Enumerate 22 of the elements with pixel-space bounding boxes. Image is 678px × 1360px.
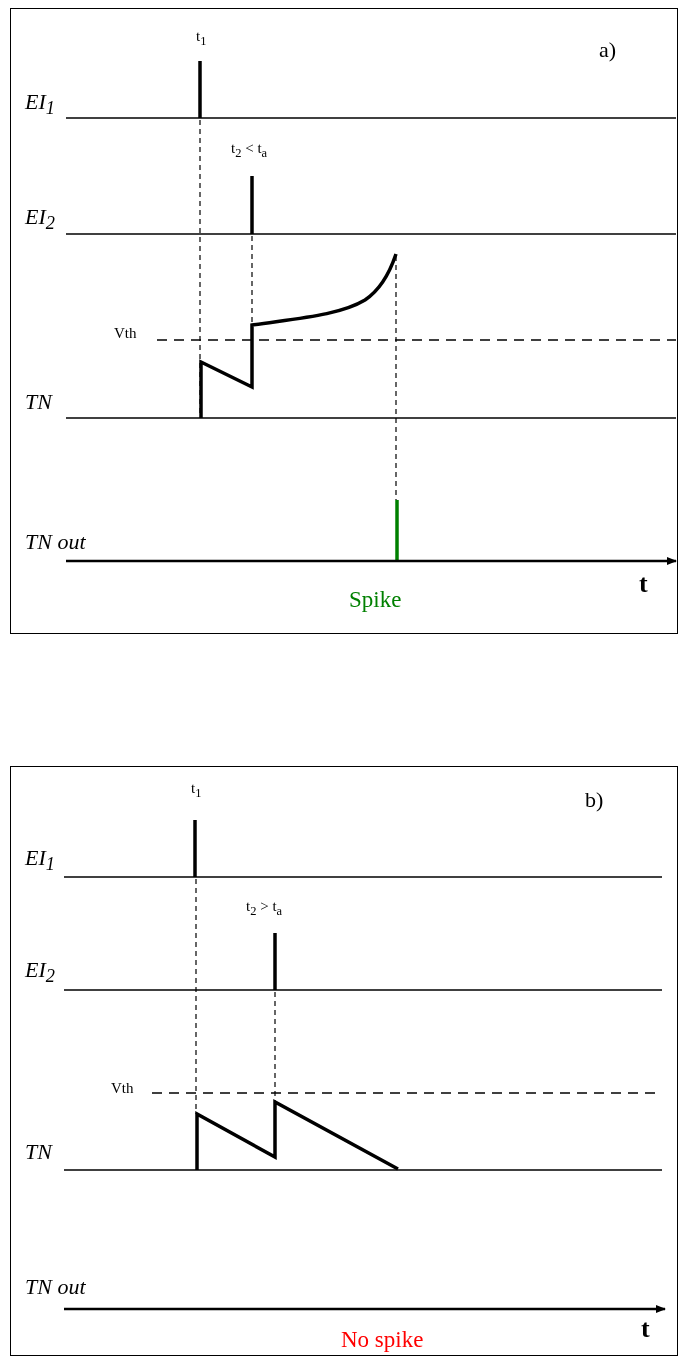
panel-frame [10, 8, 678, 634]
signal-label: TN out [25, 531, 86, 553]
condition-label: t$_{2}$ < t$_{a}$ [231, 141, 268, 160]
signal-label: EI$_{1}$ [25, 91, 55, 118]
panel-letter: b) [585, 789, 604, 811]
spike-caption: Spike [349, 588, 402, 611]
signal-label: TN [25, 1141, 52, 1163]
signal-label: EI$_{1}$ [25, 847, 55, 874]
time-label: t$_{1}$ [191, 781, 202, 800]
signal-label: EI$_{2}$ [25, 206, 55, 233]
panel-letter: a) [599, 39, 617, 61]
signal-label: TN out [25, 1276, 86, 1298]
axis-label: t [641, 1316, 650, 1342]
panel-frame [10, 766, 678, 1356]
threshold-label: Vth [111, 1081, 134, 1096]
signal-label: TN [25, 391, 52, 413]
time-label: t$_{1}$ [196, 29, 207, 48]
spike-caption: No spike [341, 1328, 424, 1351]
condition-label: t$_{2}$ > t$_{a}$ [246, 899, 283, 918]
threshold-label: Vth [114, 326, 137, 341]
signal-label: EI$_{2}$ [25, 959, 55, 986]
axis-label: t [639, 571, 648, 597]
